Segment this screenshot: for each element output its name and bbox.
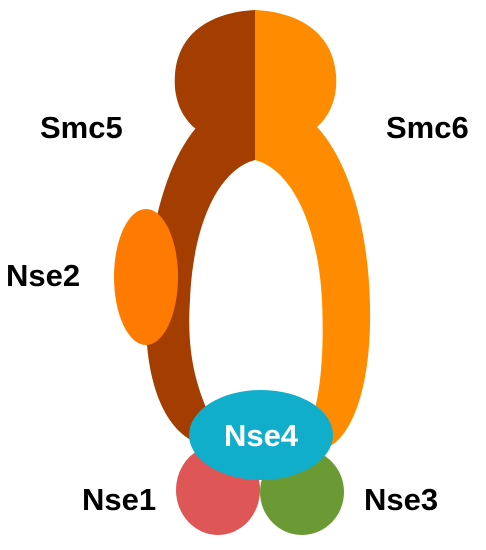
nse2-subunit [114, 209, 178, 345]
smc5-arm [145, 99, 255, 445]
label-smc6: Smc6 [386, 110, 469, 145]
label-smc5: Smc5 [40, 110, 123, 145]
smc5-hinge [174, 10, 255, 142]
label-nse1: Nse1 [82, 482, 156, 517]
label-nse2: Nse2 [6, 258, 80, 293]
smc6-hinge [255, 10, 337, 141]
label-nse3: Nse3 [364, 482, 438, 517]
nse4-subunit [189, 390, 333, 480]
smc6-arm [255, 99, 371, 450]
label-nse4: Nse4 [224, 418, 299, 453]
